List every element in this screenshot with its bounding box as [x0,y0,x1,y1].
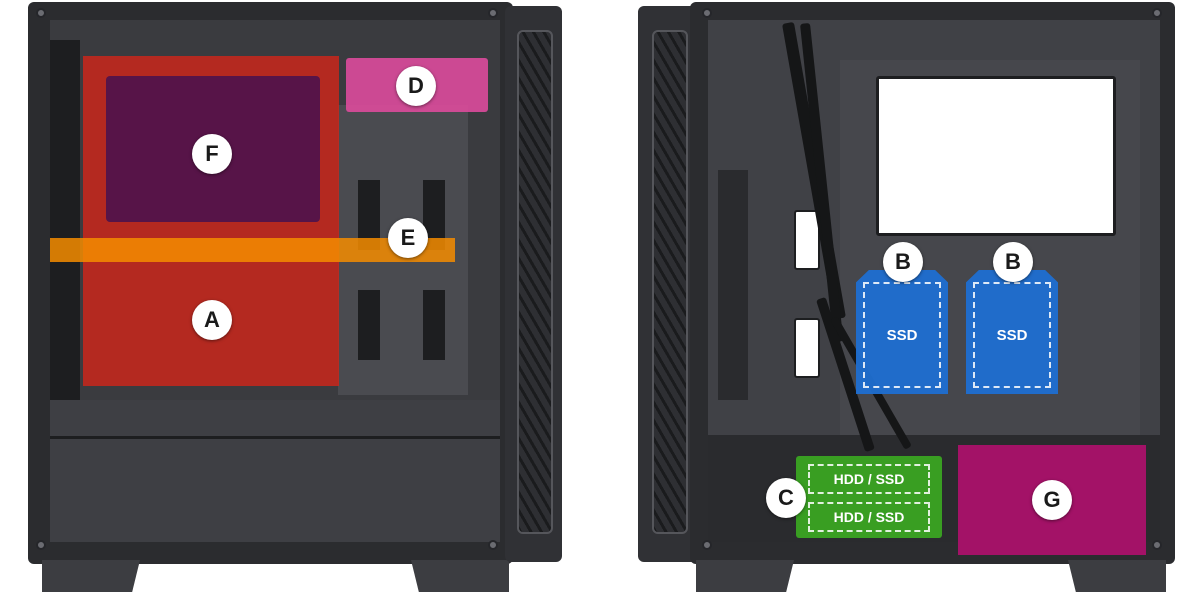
case-right-foot-right [1068,560,1166,592]
zone-label-b-right: B [993,242,1033,282]
screw-icon [488,540,498,550]
screw-icon [1152,8,1162,18]
grommet-hole [794,210,820,270]
zone-label-c: C [766,478,806,518]
ssd-drive-right: SSD [973,282,1051,388]
case-left-cage-slot-3 [358,290,380,360]
screw-icon [36,540,46,550]
zone-label-d: D [396,66,436,106]
case-left-front-mesh-panel [517,30,553,534]
case-right-front-mesh-panel [652,30,688,534]
zone-b-ssd-mount-left [856,270,948,394]
case-left-cage-slot-2 [423,180,445,250]
screw-icon [702,540,712,550]
hdd-ssd-slot-2: HDD / SSD [808,502,930,532]
case-left-cage-slot-1 [358,180,380,250]
zone-label-g: G [1032,480,1072,520]
case-right-foot-left [696,560,794,592]
screw-icon [1152,540,1162,550]
zone-label-a: A [192,300,232,340]
screw-icon [488,8,498,18]
zone-label-e: E [388,218,428,258]
zone-e-gpu-length-band [50,238,455,262]
cpu-cutout [876,76,1116,236]
case-left-psu-shroud [50,400,500,542]
case-left-cage-slot-4 [423,290,445,360]
zone-label-f: F [192,134,232,174]
hdd-ssd-slot-1: HDD / SSD [808,464,930,494]
ssd-drive-left: SSD [863,282,941,388]
zone-c-drive-cage [796,456,942,538]
zone-b-ssd-mount-right [966,270,1058,394]
zone-label-b-left: B [883,242,923,282]
case-left-foot-right [411,560,509,592]
case-left-foot-left [42,560,140,592]
case-left-shroud-line [50,436,500,439]
screw-icon [702,8,712,18]
screw-icon [36,8,46,18]
case-right-cable-slot [718,170,748,400]
grommet-hole [794,318,820,378]
